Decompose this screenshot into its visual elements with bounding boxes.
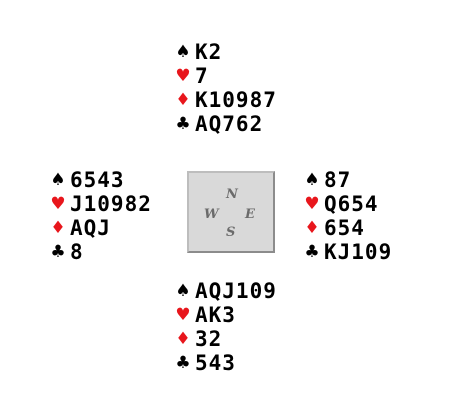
east-hearts-cards: Q654	[324, 192, 379, 216]
spade-icon: ♠	[175, 42, 191, 62]
diamond-icon: ♦	[50, 218, 66, 238]
south-hearts-cards: AK3	[195, 303, 236, 327]
west-diamonds-row: ♦ AQJ	[49, 216, 179, 240]
west-diamonds-cards: AQJ	[70, 216, 111, 240]
south-diamonds-cards: 32	[195, 327, 223, 351]
south-hearts-row: ♥ AK3	[174, 303, 304, 327]
heart-icon: ♥	[175, 305, 191, 325]
compass-east-label: E	[245, 207, 255, 222]
compass-south-label: S	[226, 225, 236, 240]
west-clubs-cards: 8	[70, 240, 84, 264]
east-hearts-row: ♥ Q654	[303, 192, 433, 216]
north-hearts-cards: 7	[195, 64, 209, 88]
hand-north: ♠ K2 ♥ 7 ♦ K10987 ♣ AQ762	[174, 40, 304, 136]
club-icon: ♣	[50, 242, 66, 262]
heart-icon: ♥	[175, 66, 191, 86]
diamond-icon: ♦	[304, 218, 320, 238]
east-diamonds-cards: 654	[324, 216, 365, 240]
north-diamonds-cards: K10987	[195, 88, 277, 112]
compass-north-label: N	[226, 187, 238, 202]
spade-icon: ♠	[50, 170, 66, 190]
club-icon: ♣	[175, 353, 191, 373]
compass-box: N W E S	[187, 171, 275, 253]
north-hearts-row: ♥ 7	[174, 64, 304, 88]
diamond-icon: ♦	[175, 90, 191, 110]
north-clubs-row: ♣ AQ762	[174, 112, 304, 136]
spade-icon: ♠	[304, 170, 320, 190]
spade-icon: ♠	[175, 281, 191, 301]
west-hearts-cards: J10982	[70, 192, 152, 216]
south-clubs-cards: 543	[195, 351, 236, 375]
club-icon: ♣	[304, 242, 320, 262]
hand-south: ♠ AQJ109 ♥ AK3 ♦ 32 ♣ 543	[174, 279, 304, 375]
north-spades-cards: K2	[195, 40, 223, 64]
east-spades-cards: 87	[324, 168, 352, 192]
north-spades-row: ♠ K2	[174, 40, 304, 64]
south-diamonds-row: ♦ 32	[174, 327, 304, 351]
compass-west-label: W	[204, 207, 219, 222]
north-diamonds-row: ♦ K10987	[174, 88, 304, 112]
west-hearts-row: ♥ J10982	[49, 192, 179, 216]
hand-west: ♠ 6543 ♥ J10982 ♦ AQJ ♣ 8	[49, 168, 179, 264]
heart-icon: ♥	[50, 194, 66, 214]
hand-east: ♠ 87 ♥ Q654 ♦ 654 ♣ KJ109	[303, 168, 433, 264]
east-clubs-row: ♣ KJ109	[303, 240, 433, 264]
east-spades-row: ♠ 87	[303, 168, 433, 192]
diamond-icon: ♦	[175, 329, 191, 349]
west-spades-cards: 6543	[70, 168, 125, 192]
south-spades-cards: AQJ109	[195, 279, 277, 303]
north-clubs-cards: AQ762	[195, 112, 264, 136]
south-spades-row: ♠ AQJ109	[174, 279, 304, 303]
club-icon: ♣	[175, 114, 191, 134]
south-clubs-row: ♣ 543	[174, 351, 304, 375]
heart-icon: ♥	[304, 194, 320, 214]
east-diamonds-row: ♦ 654	[303, 216, 433, 240]
west-spades-row: ♠ 6543	[49, 168, 179, 192]
west-clubs-row: ♣ 8	[49, 240, 179, 264]
east-clubs-cards: KJ109	[324, 240, 393, 264]
